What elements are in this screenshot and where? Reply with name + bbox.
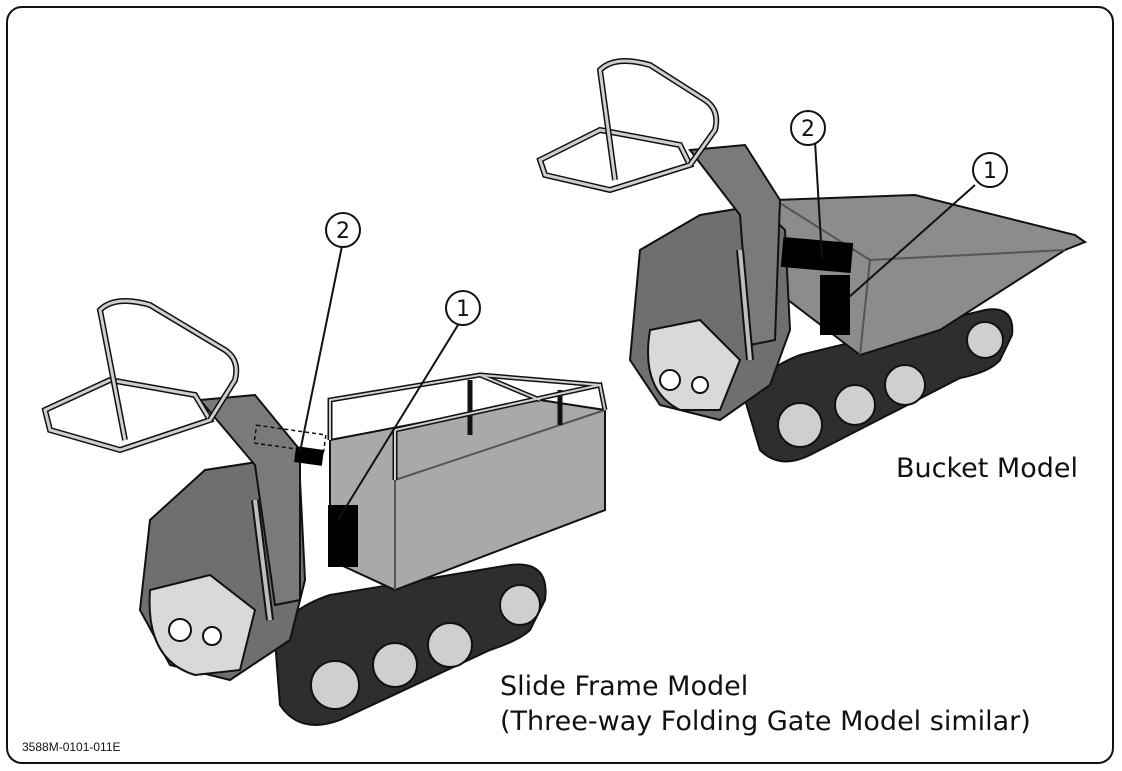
bucket-callout-1: 1 (972, 152, 1008, 188)
slide-frame-track-rollers (310, 584, 541, 710)
figure-code: 3588M-0101-011E (22, 740, 121, 754)
slide-frame-model-label: Slide Frame Model (500, 671, 749, 702)
svg-text:1: 1 (456, 297, 470, 322)
slide-frame-model-note: (Three-way Folding Gate Model similar) (500, 706, 1031, 737)
bucket-label-patch-2 (780, 237, 854, 273)
bucket-label-patch-1 (820, 275, 850, 335)
svg-text:2: 2 (801, 117, 815, 142)
svg-text:1: 1 (983, 159, 997, 184)
bucket-callout-2: 2 (790, 110, 826, 146)
slide-frame-callout-2: 2 (325, 212, 361, 248)
figure-border (6, 6, 1114, 764)
slide-frame-model-carrier: 2 1 (41, 212, 608, 726)
slide-frame-callout-1: 1 (445, 290, 481, 326)
slide-frame-label-patch-1 (328, 505, 358, 567)
svg-text:2: 2 (336, 219, 350, 244)
bucket-track-rollers (777, 321, 1004, 448)
bucket-model-label: Bucket Model (896, 453, 1078, 484)
slide-frame-label-patch-2 (294, 446, 324, 466)
bucket-model-carrier: 2 1 (536, 58, 1088, 463)
